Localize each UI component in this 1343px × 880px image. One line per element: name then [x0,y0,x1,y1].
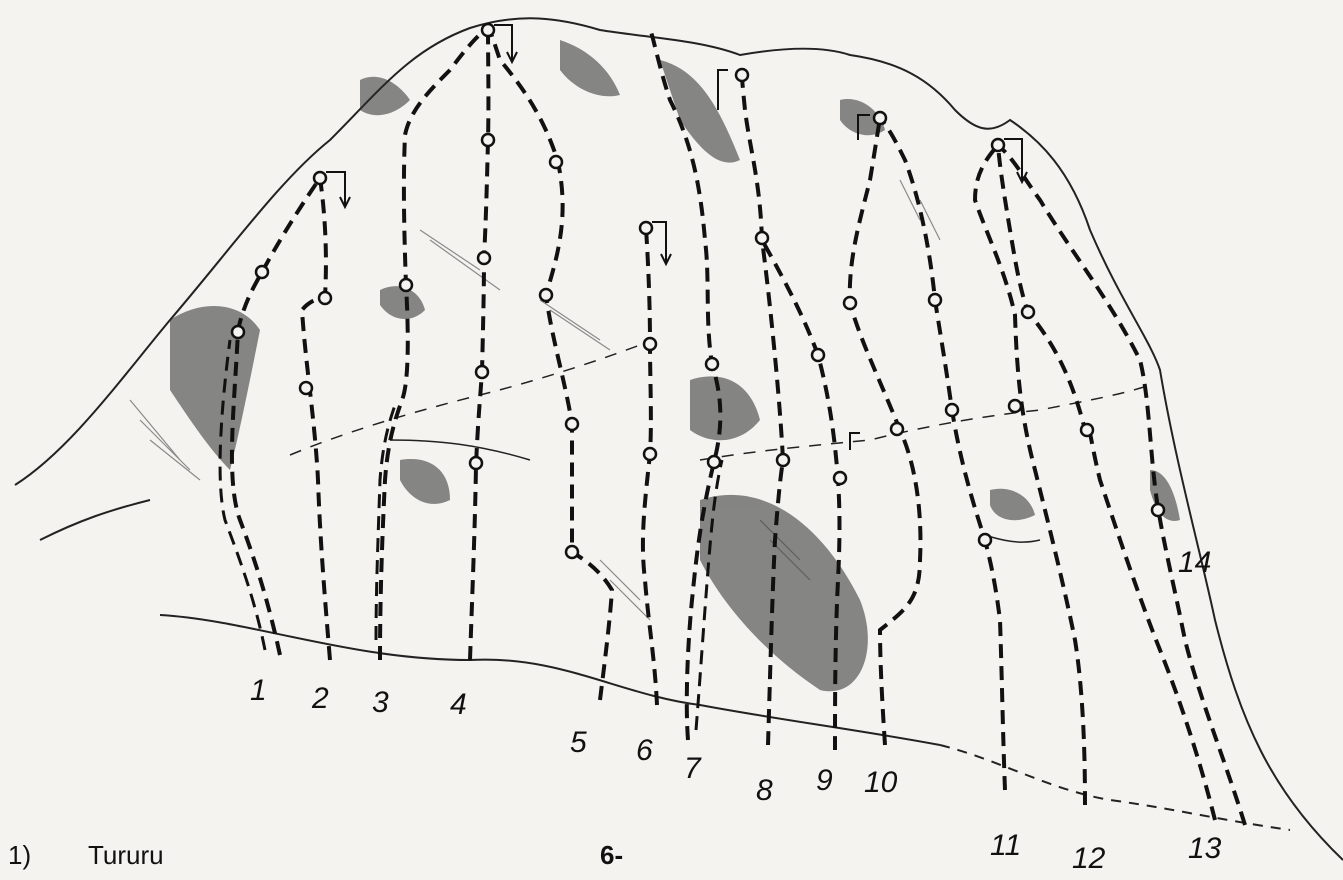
anchor-marker [929,294,941,306]
anchor-marker [834,472,846,484]
route-number-13: 13 [1188,832,1222,865]
anchor-marker [736,69,748,81]
route-line-3[interactable] [380,30,485,660]
route-line-1[interactable] [232,178,320,655]
anchor-marker [708,456,720,468]
route-number-10: 10 [864,766,898,799]
route-number-6: 6 [636,734,653,767]
anchor-marker [1009,400,1021,412]
route-number-1: 1 [250,674,267,707]
anchor-marker [400,279,412,291]
route-number-8: 8 [756,774,773,807]
route-number-7: 7 [684,752,702,785]
anchor-marker [1022,306,1034,318]
anchor-marker [550,156,562,168]
route-line-12[interactable] [975,145,1085,805]
anchor-marker [992,139,1004,151]
route-number-9: 9 [816,764,833,797]
route-number-14: 14 [1178,546,1211,579]
anchor-marker [566,546,578,558]
route-number-11: 11 [990,829,1021,862]
anchor-marker [946,404,958,416]
rock-shading [170,40,1180,691]
route-number-5: 5 [570,726,587,759]
anchor-marker [756,232,768,244]
anchor-marker [540,289,552,301]
anchor-marker [644,448,656,460]
route-number-2: 2 [311,682,329,715]
anchor-marker [256,266,268,278]
anchor-marker [566,418,578,430]
route-line-6[interactable] [643,228,657,705]
anchor-marker [777,454,789,466]
anchor-marker [478,252,490,264]
route-number-4: 4 [450,688,467,721]
anchor-marker [232,326,244,338]
anchor-marker [1081,424,1093,436]
route-line-2[interactable] [302,178,330,660]
anchor-marker [812,349,824,361]
route-number-12: 12 [1072,842,1106,875]
anchor-marker [314,172,326,184]
anchor-marker [319,292,331,304]
anchor-marker [644,338,656,350]
anchor-marker [979,534,991,546]
route-line-4[interactable] [470,30,488,660]
anchor-marker [874,112,886,124]
route-line-14[interactable] [998,145,1245,825]
route-line-11[interactable] [880,118,1005,790]
anchor-marker [706,358,718,370]
anchor-marker [470,457,482,469]
route-number-3: 3 [372,686,389,719]
page-marker: 6- [600,840,623,871]
anchor-marker [1152,504,1164,516]
anchor-marker [482,134,494,146]
legend-entry-name: Tururu [88,840,164,871]
legend-entry-number: 1) [8,840,31,871]
anchor-marker [476,366,488,378]
anchor-marker [482,24,494,36]
anchor-marker [300,382,312,394]
anchor-marker [640,222,652,234]
anchor-marker [891,423,903,435]
route-line-5[interactable] [490,30,612,700]
anchor-marker [844,297,856,309]
